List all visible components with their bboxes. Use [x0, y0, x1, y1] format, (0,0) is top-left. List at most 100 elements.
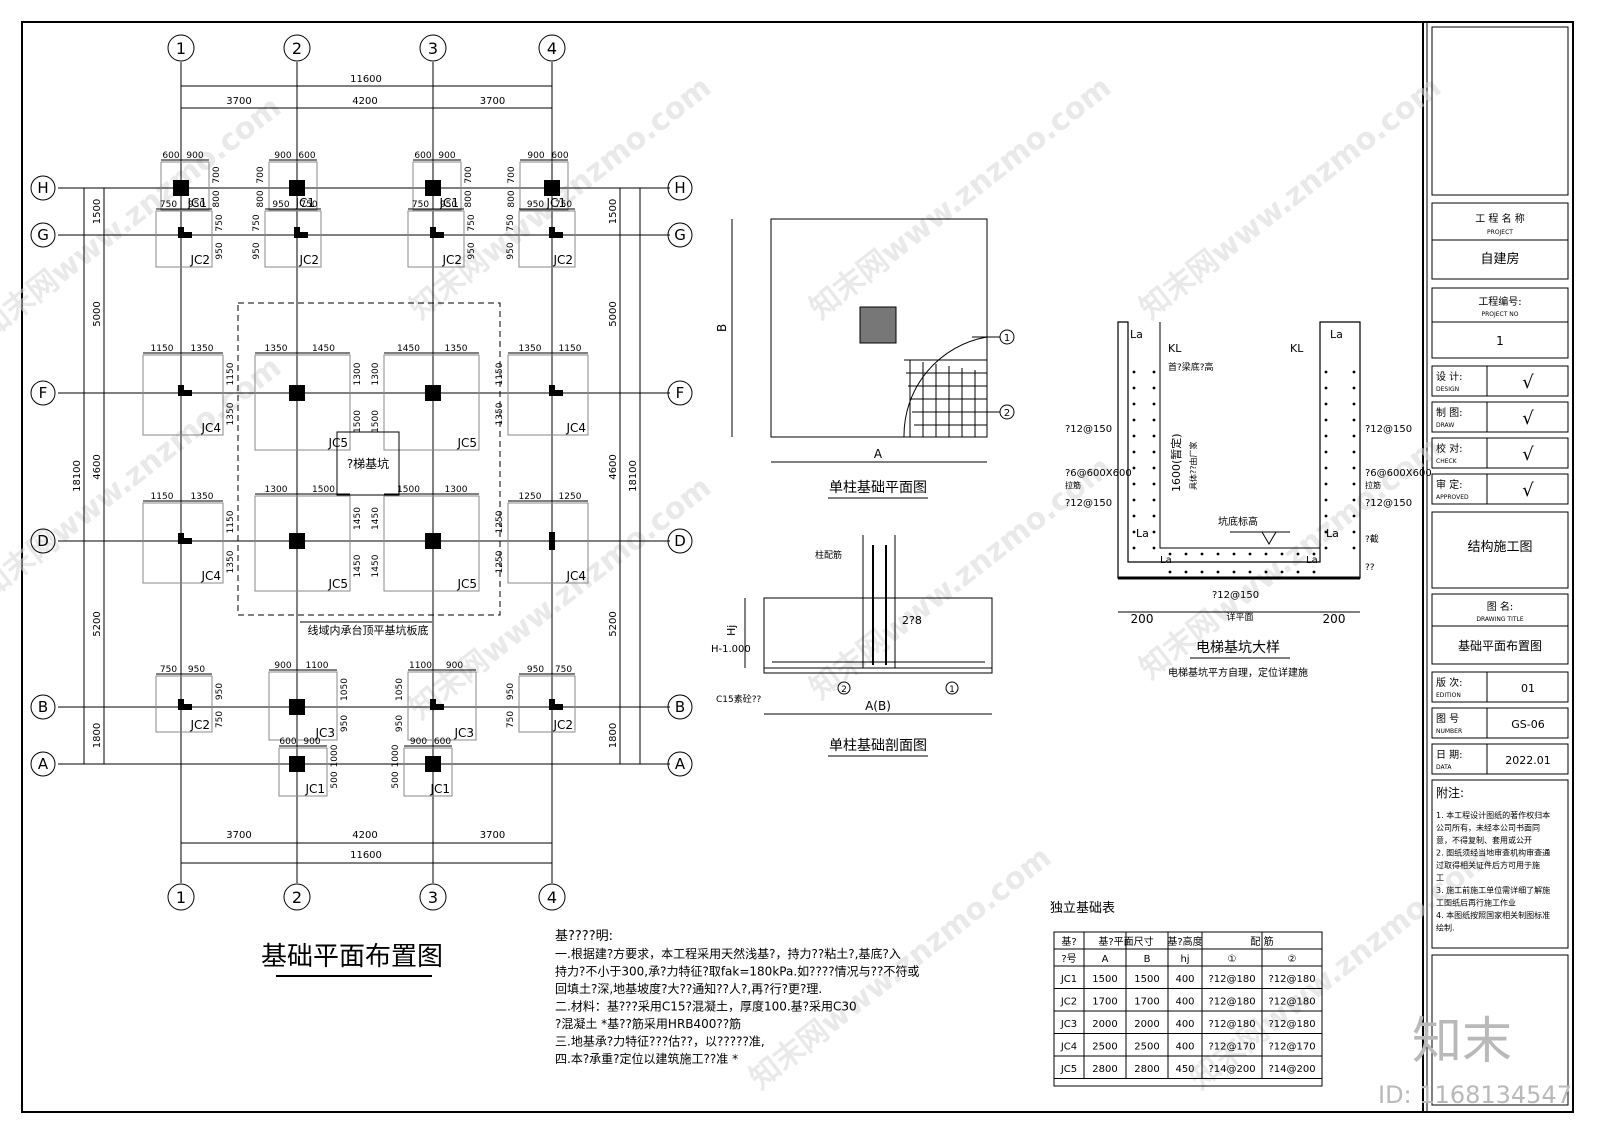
- axis-bubble: [667, 380, 693, 406]
- rebar-dot: [1132, 482, 1136, 486]
- callout-2-label: 2: [1004, 408, 1010, 419]
- footing-dim-h1: 1450: [397, 344, 420, 354]
- rebar-dot: [1132, 498, 1136, 502]
- footing-dim-h1: 1350: [519, 344, 542, 354]
- axis-label-2: 2: [292, 888, 302, 907]
- axis-bubble: [283, 34, 311, 62]
- footing-dim-v2: 950: [467, 242, 477, 259]
- tb-role-row: [1431, 437, 1569, 469]
- footing-dim-h1: 600: [162, 151, 179, 161]
- axis-bubble: [30, 380, 56, 406]
- dim-bottom-total: 11600: [350, 850, 382, 861]
- section-hj: Hj: [725, 625, 738, 636]
- tb-note-line: 过取得相关证件后方可用于施: [1436, 860, 1540, 870]
- notes-line: 回填土?深,地基坡度?大??通知??人?,再?行?更?理.: [555, 981, 822, 996]
- tb-roles: 设 计:DESIGN√制 图:DRAW√校 对:CHECK√审 定:APPROV…: [1431, 365, 1569, 505]
- elevator-pit-box: [336, 431, 400, 496]
- watermark-site: 知末网www.znzmo.com: [0, 90, 288, 347]
- tb-meta-label: 图 号: [1436, 713, 1459, 725]
- tb-meta-row: [1431, 671, 1569, 703]
- rebar-dot: [1324, 402, 1328, 406]
- table-subheader: ①: [1228, 954, 1237, 965]
- dim-bottom-span: 3700: [226, 830, 251, 841]
- table-cell: ?12@180: [1268, 997, 1315, 1008]
- footing-dim-h1: 900: [410, 737, 427, 747]
- dim-top-span: 3700: [480, 96, 505, 107]
- single-footing-column: [859, 306, 897, 344]
- rebar-dot: [1324, 450, 1328, 454]
- table-title: 独立基础表: [1050, 901, 1115, 916]
- rebar-dot: [1132, 514, 1136, 518]
- tb-meta-label: 日 期:: [1436, 749, 1463, 761]
- section-col-rebar: 柱配筋: [815, 549, 842, 561]
- footing-dim-v2: 950: [506, 242, 516, 259]
- table-cell: 2500: [1092, 1042, 1117, 1053]
- pit-rebar-left-label: ?12@150: [1065, 498, 1112, 509]
- table-subheader: B: [1144, 954, 1151, 965]
- footing-dim-v1: 750: [506, 214, 516, 231]
- dim-left-span: 1500: [92, 199, 103, 224]
- rebar-dot: [1352, 450, 1356, 454]
- footing-dim-h2: 1300: [445, 485, 468, 495]
- tb-role-mark: √: [1522, 408, 1534, 429]
- tb-drawing-title-box: [1431, 593, 1569, 665]
- axis-bubble: [667, 751, 693, 777]
- rebar-dot: [1352, 402, 1356, 406]
- tb-project-name: 自建房: [1480, 251, 1519, 267]
- tb-bottom-box: [1431, 954, 1569, 1106]
- callout-1-label: 1: [1004, 333, 1010, 344]
- tb-role-en: DRAW: [1436, 422, 1454, 429]
- footing-dim-h1: 950: [527, 200, 544, 210]
- section-elev: H-1.000: [711, 644, 751, 655]
- column-mark: [289, 756, 305, 772]
- footing-outline: [142, 502, 224, 584]
- dim-bottom-span: 3700: [480, 830, 505, 841]
- rebar-dot: [1152, 434, 1156, 438]
- table-cell: 2000: [1134, 1019, 1159, 1030]
- footing-dim-h1: 750: [412, 200, 429, 210]
- rebar-dot: [1132, 546, 1136, 550]
- axis-bubble: [167, 883, 195, 911]
- footing-dim-v1: 700: [212, 166, 222, 183]
- footing-outline: [383, 495, 480, 592]
- footing-outline: [507, 354, 589, 436]
- rebar-dot: [1152, 498, 1156, 502]
- rebar-dot: [1132, 434, 1136, 438]
- table-cell: 1500: [1092, 974, 1117, 985]
- section-ab: A(B): [865, 699, 891, 713]
- rebar-dot: [1296, 552, 1300, 556]
- table-cell: ?12@180: [1208, 974, 1255, 985]
- axis-label-A: A: [675, 755, 686, 773]
- footing-label: JC2: [552, 718, 573, 732]
- rebar-dot: [1168, 570, 1172, 574]
- pit-la-2: La: [1330, 328, 1343, 341]
- section-cushion-label: C15素砼??: [716, 693, 762, 705]
- rebar-dot: [1352, 530, 1356, 534]
- footing-dim-h1: 1150: [151, 492, 174, 502]
- footing-dim-v2: 500: [391, 771, 401, 788]
- footing-label: JC4: [200, 421, 221, 435]
- tb-note-line: 意，不得复制、套用或公开: [1436, 835, 1532, 845]
- axis-label-2: 2: [292, 39, 302, 58]
- rebar-dot: [1324, 514, 1328, 518]
- footing-dim-v1: 1000: [330, 744, 340, 767]
- footing-dim-v2: 950: [340, 715, 350, 732]
- table-cell: ?12@170: [1268, 1042, 1315, 1053]
- footing-dim-h1: 600: [279, 737, 296, 747]
- single-footing-rebar-quadrant: [903, 336, 988, 438]
- footing-dim-v1: 1450: [353, 507, 363, 530]
- rebar-dot: [1184, 552, 1188, 556]
- tb-drawing-title-en: DRAWING TITLE: [1476, 616, 1524, 623]
- rebar-dot: [1352, 466, 1356, 470]
- rebar-dot: [1216, 552, 1220, 556]
- table-cell: ?12@170: [1208, 1042, 1255, 1053]
- pit-kl-left: KL: [1168, 342, 1182, 355]
- tb-drawing-title-label: 图 名:: [1487, 600, 1514, 613]
